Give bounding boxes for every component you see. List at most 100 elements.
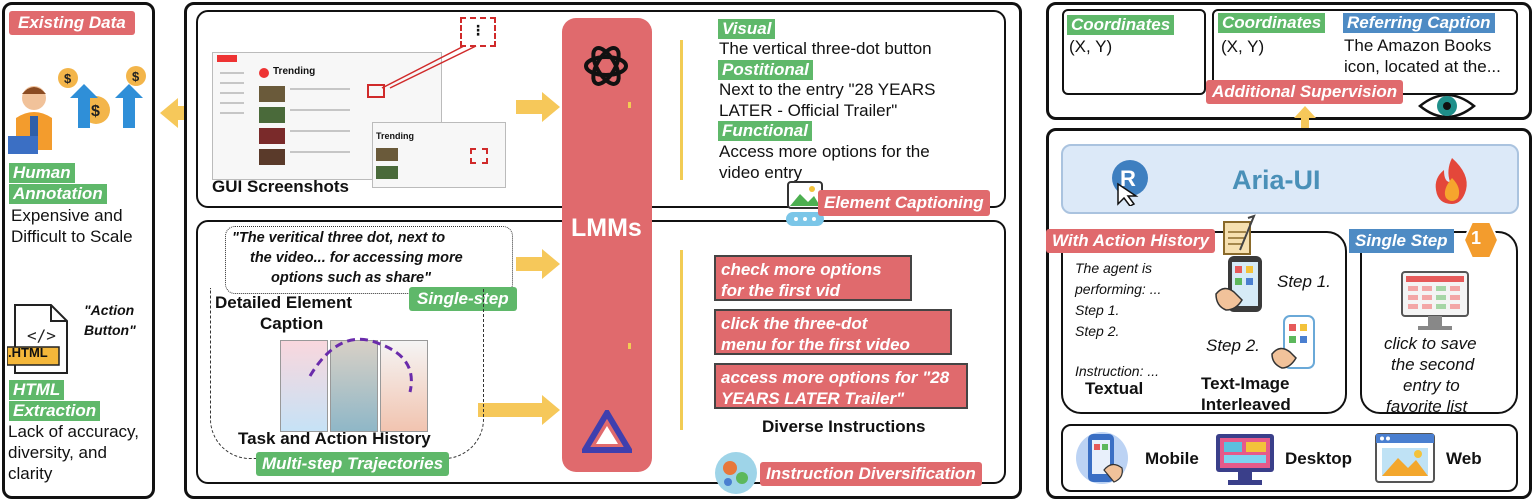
video-row-line	[290, 130, 350, 132]
positional-text1: Next to the entry "28 YEARS	[719, 80, 936, 99]
diverse-instructions-label: Diverse Instructions	[762, 417, 926, 436]
single-desc-line4: favorite list	[1386, 397, 1468, 416]
video-thumb-front-2	[376, 166, 398, 179]
sidebar-line	[220, 102, 244, 104]
human-annotation-desc1: Expensive and	[11, 206, 123, 225]
separator-bottom	[680, 250, 683, 430]
svg-text:$: $	[132, 69, 140, 84]
html-badge-text: .HTML	[8, 345, 48, 360]
html-extraction-desc1: Lack of accuracy,	[8, 422, 140, 441]
yt-logo	[217, 55, 237, 62]
arrow-screenshots-to-lmm	[516, 92, 560, 122]
web-label: Web	[1446, 449, 1482, 468]
sidebar-line	[220, 82, 244, 84]
step1-label: Step 1.	[1277, 272, 1331, 291]
html-extraction-label-line2: Extraction	[9, 401, 101, 421]
history-line4: Step 2.	[1075, 323, 1120, 339]
additional-supervision-label: Additional Supervision	[1206, 80, 1404, 104]
sidebar-line	[220, 72, 244, 74]
coordinates-tag-1: Coordinates	[1067, 15, 1175, 35]
three-dot-highlight	[367, 84, 385, 98]
instruction-3-line1: access more options for "28	[721, 368, 950, 387]
phone-screen-2	[330, 340, 378, 432]
referring-caption-line1: The Amazon Books	[1344, 36, 1492, 55]
fire-icon	[1435, 158, 1467, 204]
three-dot-highlight-2	[470, 148, 488, 164]
video-thumb-front-1	[376, 148, 398, 161]
yt-trending-title-2: Trending	[376, 131, 414, 141]
coordinates-tag-2: Coordinates	[1218, 13, 1326, 33]
video-thumb-4	[259, 149, 285, 165]
svg-text:</>: </>	[27, 326, 56, 345]
interleaved-label-1: Text-Image	[1201, 374, 1290, 393]
human-annotation-label-line1: Human	[9, 163, 75, 183]
arrow-to-existing-data	[160, 98, 204, 128]
existing-data-label: Existing Data	[9, 11, 135, 35]
instruction-2-line1: click the three-dot	[721, 314, 868, 333]
instruction-2-line2: menu for the first video	[721, 335, 910, 354]
gui-screenshots-label: GUI Screenshots	[212, 177, 349, 196]
coordinates-value-2: (X, Y)	[1221, 37, 1265, 56]
phone-tap-icon-2	[1271, 315, 1315, 369]
sidebar-line	[220, 112, 244, 114]
aria-ui-title: Aria-UI	[1232, 165, 1321, 195]
lmm-column	[562, 18, 652, 472]
html-extraction-desc2: diversity, and	[8, 443, 107, 462]
element-captioning-label: Element Captioning	[818, 190, 990, 216]
arrow-up-supervision	[1294, 106, 1316, 136]
instruction-diversification-label: Instruction Diversification	[760, 462, 982, 486]
video-row-line	[290, 109, 350, 111]
phone-screen-3	[380, 340, 428, 432]
referring-caption-tag: Referring Caption	[1343, 13, 1495, 33]
history-line2: performing: ...	[1075, 281, 1162, 297]
task-history-label: Task and Action History	[238, 429, 431, 448]
single-step-label: Single Step	[1349, 229, 1454, 253]
action-button-quote: "Action Button"	[84, 302, 136, 338]
arrow-trajectory-to-lmm	[478, 395, 560, 425]
video-thumb-2	[259, 107, 285, 123]
yt-trending-title: Trending	[273, 66, 316, 77]
human-annotator-icon: $ $ $	[8, 66, 146, 154]
openai-logo-icon	[584, 46, 628, 86]
video-thumb-3	[259, 128, 285, 144]
positional-tag: Postitional	[718, 60, 813, 80]
web-icon	[1375, 433, 1435, 483]
mobile-label: Mobile	[1145, 449, 1199, 468]
single-step-box	[1360, 231, 1518, 414]
functional-text1: Access more options for the	[719, 142, 930, 161]
mobile-icon	[1076, 432, 1128, 484]
desktop-icon	[1216, 434, 1274, 485]
phone-tap-icon-1	[1215, 256, 1262, 312]
separator-top	[680, 40, 683, 180]
step-number-text: 1	[1471, 228, 1482, 248]
instruction-3-line2: YEARS LATER Trailer"	[721, 389, 905, 408]
svg-text:$: $	[64, 71, 72, 86]
with-action-history-label: With Action History	[1046, 229, 1215, 253]
zoom-callout-lines	[381, 45, 477, 89]
lmm-output-tick	[628, 343, 631, 349]
instruction-2: click the three-dot menu for the first v…	[714, 309, 952, 355]
html-file-icon: </>	[7, 304, 68, 374]
caption-bubble	[225, 226, 513, 294]
step2-label: Step 2.	[1206, 336, 1260, 355]
image-caption-icon	[786, 181, 824, 226]
svg-text:$: $	[91, 103, 100, 120]
desktop-list-icon	[1401, 271, 1469, 330]
coordinates-value-1: (X, Y)	[1069, 37, 1113, 56]
caption-quote-line1: "The veritical three dot, next to	[232, 230, 446, 246]
aria-logo-icon: R	[1112, 160, 1148, 206]
single-desc-line1: click to save	[1384, 334, 1477, 353]
zoom-callout-box: ⋮	[460, 17, 496, 47]
desktop-label: Desktop	[1285, 449, 1353, 468]
step-number-badge	[1462, 221, 1500, 259]
yt-trending-icon	[259, 68, 269, 78]
platforms-box	[1061, 424, 1518, 492]
history-line1: The agent is	[1075, 260, 1153, 276]
textual-label: Textual	[1085, 379, 1144, 398]
qwen-logo-icon	[582, 410, 632, 453]
referring-caption-line2: icon, located at the...	[1344, 57, 1501, 76]
multi-step-tag: Multi-step Trajectories	[256, 452, 450, 476]
positional-text2: LATER - Official Trailer"	[719, 101, 898, 120]
svg-text:R: R	[1120, 166, 1136, 191]
video-thumb-1	[259, 86, 285, 102]
